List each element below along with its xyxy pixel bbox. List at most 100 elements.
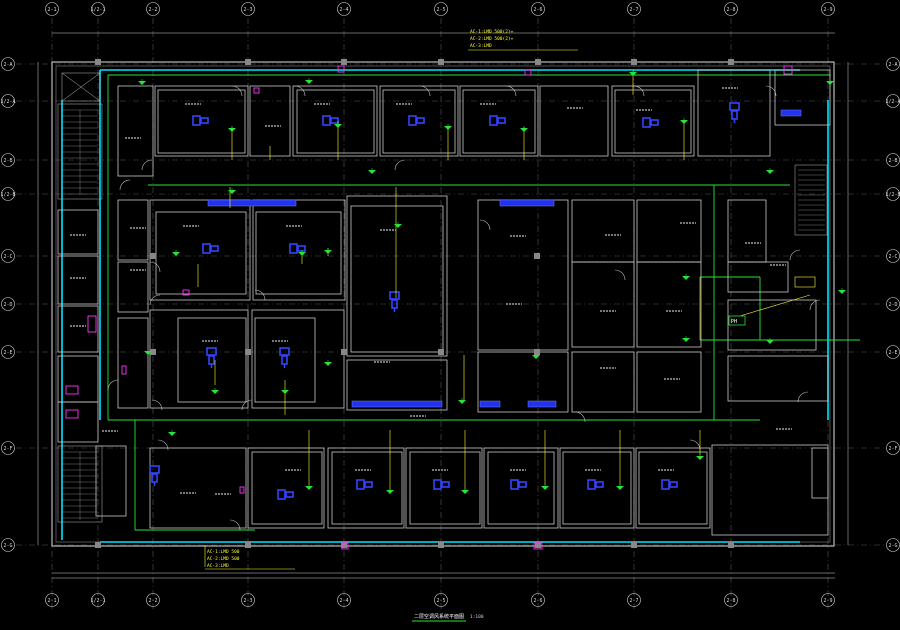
- grid-label: 2-7: [629, 7, 638, 13]
- diffuser: [228, 188, 236, 194]
- diffuser: [444, 124, 452, 130]
- ac-unit: [433, 479, 450, 490]
- grid-bubble-col: 2-4: [337, 593, 351, 607]
- grid-label: 2-B: [3, 158, 12, 164]
- grid-label: 1/2-1: [90, 7, 105, 13]
- diffuser: [541, 484, 549, 490]
- grid-bubble-row: 1/2-A: [0, 94, 16, 108]
- grid-label: 2-9: [823, 598, 832, 604]
- grid-label: 2-F: [888, 446, 897, 452]
- grid-bubble-col: 2-7: [627, 593, 641, 607]
- diffuser: [826, 79, 834, 85]
- grid-label: 2-6: [533, 7, 542, 13]
- grid-label: 1/2-B: [0, 192, 15, 198]
- diffuser: [168, 430, 176, 436]
- grid-bubble-row: 2-F: [1, 441, 15, 455]
- grid-bubble-col: 2-3: [241, 593, 255, 607]
- grid-bubble-row: 2-G: [886, 538, 900, 552]
- diffuser: [324, 248, 332, 254]
- grid-bubble-col: 1/2-1: [90, 2, 106, 16]
- ac-unit: [202, 243, 219, 254]
- grid-label: 2-B: [888, 158, 897, 164]
- dimension-lines: [37, 32, 849, 579]
- note-bottom-3: AC-3:LMD: [207, 563, 229, 569]
- ac-unit: [149, 465, 160, 486]
- diffuser: [368, 168, 376, 174]
- grid-label: 2-5: [436, 7, 445, 13]
- diffuser: [211, 388, 219, 394]
- diffuser: [324, 360, 332, 366]
- grid-bubble-row: 2-F: [886, 441, 900, 455]
- grid-bubble-row: 2-C: [1, 249, 15, 263]
- grid-label: 2-1: [47, 7, 56, 13]
- grid-lines: [16, 18, 885, 610]
- grid-label: 2-5: [436, 598, 445, 604]
- grid-label: 2-9: [823, 7, 832, 13]
- note-top-1: AC-1:LMD 500(2)+: [470, 29, 514, 35]
- ac-unit: [289, 243, 306, 254]
- grid-label: 2-E: [3, 350, 12, 356]
- diffuser: [138, 79, 146, 85]
- grid-bubble-col: 2-2: [146, 593, 160, 607]
- diffuser: [386, 488, 394, 494]
- ac-unit: [408, 115, 425, 126]
- diffuser: [458, 398, 466, 404]
- diffuser: [394, 222, 402, 228]
- grid-bubble-row: 2-G: [1, 538, 15, 552]
- grid-bubble-row: 2-D: [886, 297, 900, 311]
- grid-bubble-row: 2-A: [886, 57, 900, 71]
- note-bottom-1: AC-1:LMD 500: [207, 549, 240, 555]
- grid-bubble-col: 2-5: [434, 593, 448, 607]
- grid-bubble-col: 2-6: [531, 593, 545, 607]
- diffuser: [532, 353, 540, 359]
- ac-unit: [206, 347, 217, 368]
- grid-label: 2-7: [629, 598, 638, 604]
- diffuser: [838, 288, 846, 294]
- grid-bubble-row: 2-A: [1, 57, 15, 71]
- stairs: [57, 72, 828, 523]
- grid-label: 2-8: [726, 598, 735, 604]
- grid-label: 2-G: [3, 543, 12, 549]
- linear-diffusers: [207, 109, 802, 408]
- grid-bubble-row: 2-D: [1, 297, 15, 311]
- grid-bubble-col: 2-6: [531, 2, 545, 16]
- ph-tag-text: PH: [731, 319, 737, 325]
- diffuser: [680, 118, 688, 124]
- ac-unit: [356, 479, 373, 490]
- grid-bubble-row: 2-E: [886, 345, 900, 359]
- grid-label: 2-G: [888, 543, 897, 549]
- grid-label: 1/2-A: [885, 99, 900, 105]
- ac-unit: [389, 291, 400, 312]
- grid-bubble-col: 2-8: [724, 593, 738, 607]
- grid-label: 2-8: [726, 7, 735, 13]
- grid-label: 2-4: [339, 7, 348, 13]
- grid-bubble-col: 2-5: [434, 2, 448, 16]
- grid-bubble-col: 2-9: [821, 593, 835, 607]
- grid-label: 2-3: [243, 598, 252, 604]
- perimeter-ducts: [61, 69, 829, 543]
- notes-bottom: AC-1:LMD 500 AC-2:LMD 500 AC-3:LMD: [204, 545, 295, 570]
- ac-unit: [192, 115, 209, 126]
- grid-label: 2-C: [888, 254, 897, 260]
- fire-dampers: [65, 65, 793, 550]
- ac-unit: [642, 117, 659, 128]
- ac-unit: [322, 115, 339, 126]
- diffuser: [682, 274, 690, 280]
- grid-label: 2-D: [888, 302, 897, 308]
- diffuser: [682, 336, 690, 342]
- grid-label: 2-2: [148, 598, 157, 604]
- diffuser: [305, 78, 313, 84]
- diffuser: [172, 250, 180, 256]
- ac-unit: [729, 102, 740, 123]
- drawing-title: 二层空调风系统平面图 1:100: [412, 613, 484, 622]
- diffuser: [616, 484, 624, 490]
- diffuser: [281, 388, 289, 394]
- diffuser: [228, 126, 236, 132]
- green-diffusers: [138, 70, 846, 494]
- ac-unit: [277, 489, 294, 500]
- grid-label: 2-D: [3, 302, 12, 308]
- ph-tag: PH: [728, 276, 816, 326]
- diffuser: [298, 250, 306, 256]
- drawing-title-text: 二层空调风系统平面图: [414, 613, 464, 620]
